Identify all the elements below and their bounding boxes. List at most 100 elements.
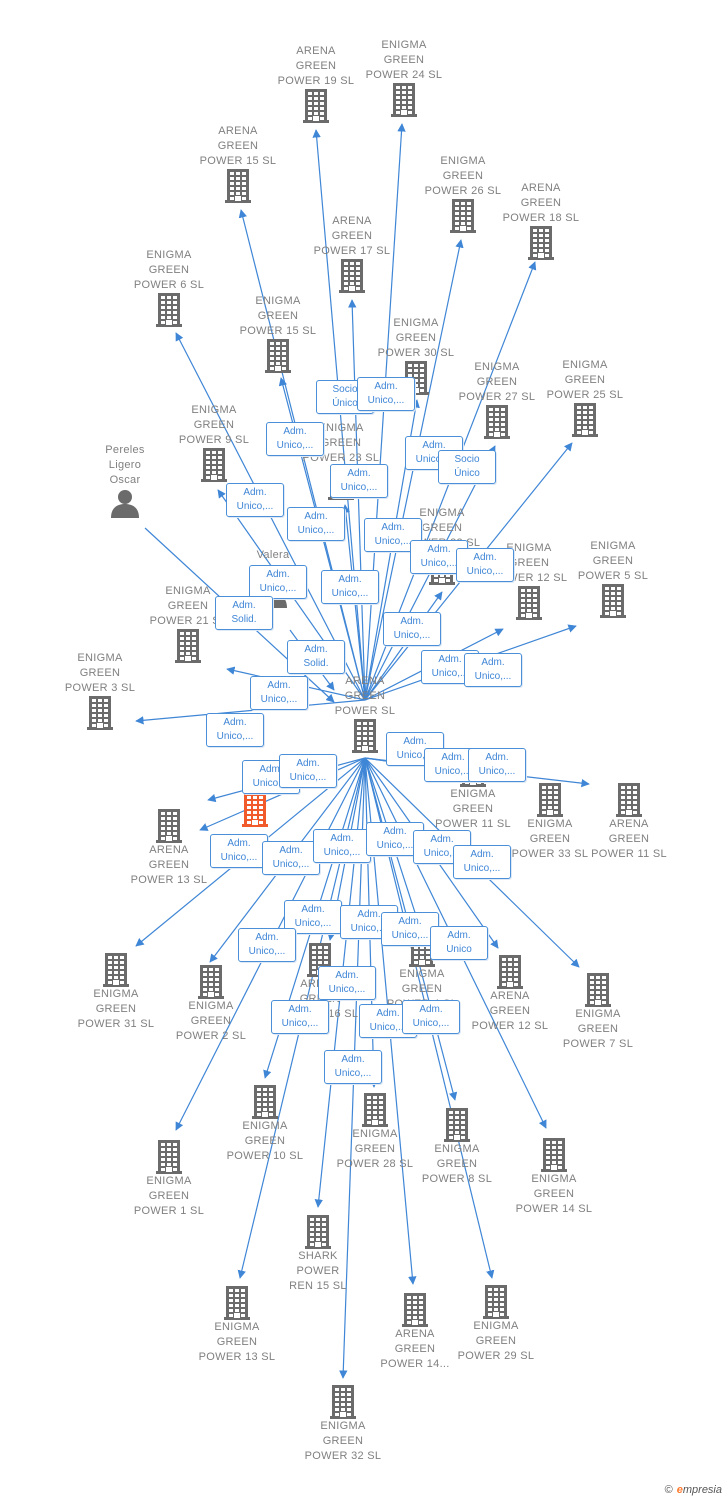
edge-role-label[interactable]: Adm. Unico,... <box>318 966 376 1000</box>
node-ag18[interactable]: ARENA GREEN POWER 18 SL <box>486 181 596 260</box>
node-eg33[interactable]: ENIGMA GREEN POWER 33 SL <box>495 783 605 862</box>
node-eg5[interactable]: ENIGMA GREEN POWER 5 SL <box>558 539 668 618</box>
node-label: ENIGMA GREEN POWER 14 SL <box>515 1173 593 1215</box>
edge-role-label[interactable]: Adm. Unico,... <box>383 612 441 646</box>
node-center[interactable]: ARENA GREEN POWER SL <box>310 674 420 753</box>
edge-role-label[interactable]: Adm. Solid. <box>215 596 273 630</box>
building-icon <box>156 809 182 843</box>
building-icon <box>585 973 611 1007</box>
node-ag19[interactable]: ARENA GREEN POWER 19 SL <box>261 44 371 123</box>
node-ag12[interactable]: ARENA GREEN POWER 12 SL <box>455 955 565 1034</box>
edge-role-label[interactable]: Adm. Unico,... <box>287 507 345 541</box>
node-focus[interactable] <box>200 793 310 827</box>
edge-role-label[interactable]: Adm. Unico,... <box>226 483 284 517</box>
edge-role-label[interactable]: Adm. Unico,... <box>468 748 526 782</box>
edge-role-label[interactable]: Socio Único <box>438 450 496 484</box>
node-ag17[interactable]: ARENA GREEN POWER 17 SL <box>297 214 407 293</box>
node-eg3[interactable]: ENIGMA GREEN POWER 3 SL <box>45 651 155 730</box>
node-label: ENIGMA GREEN POWER 5 SL <box>577 540 649 582</box>
node-label: ARENA GREEN POWER 15 SL <box>199 125 277 167</box>
edge-role-label[interactable]: Adm. Unico <box>430 926 488 960</box>
building-icon <box>537 783 563 817</box>
node-label: Pereles Ligero Oscar <box>105 444 145 486</box>
edge-role-label[interactable]: Adm. Unico,... <box>206 713 264 747</box>
edge-center-ag13 <box>199 757 366 831</box>
node-eg6[interactable]: ENIGMA GREEN POWER 6 SL <box>114 248 224 327</box>
node-eg9[interactable]: ENIGMA GREEN POWER 9 SL <box>159 403 269 482</box>
node-label: ENIGMA GREEN POWER 8 SL <box>421 1143 493 1185</box>
node-eg28[interactable]: ENIGMA GREEN POWER 28 SL <box>320 1093 430 1172</box>
node-label: ENIGMA GREEN POWER 1 SL <box>133 1175 205 1217</box>
node-eg32[interactable]: ENIGMA GREEN POWER 32 SL <box>288 1385 398 1464</box>
edge-role-label[interactable]: Adm. Unico,... <box>250 676 308 710</box>
node-eg1[interactable]: ENIGMA GREEN POWER 1 SL <box>114 1140 224 1219</box>
node-eg29[interactable]: ENIGMA GREEN POWER 29 SL <box>441 1285 551 1364</box>
node-label: ARENA GREEN POWER 19 SL <box>277 45 355 87</box>
edge-role-label[interactable]: Adm. Unico,... <box>210 834 268 868</box>
edge-role-label[interactable]: Adm. Unico,... <box>357 377 415 411</box>
edge-role-label[interactable]: Adm. Unico,... <box>266 422 324 456</box>
edge-role-label[interactable]: Adm. Unico,... <box>464 653 522 687</box>
edge-role-label[interactable]: Adm. Unico,... <box>456 548 514 582</box>
node-eg26[interactable]: ENIGMA GREEN POWER 26 SL <box>408 154 518 233</box>
building-icon <box>541 1138 567 1172</box>
node-label: ARENA GREEN POWER SL <box>334 675 396 717</box>
node-label: ENIGMA GREEN POWER 2 SL <box>175 1000 247 1042</box>
copyright-symbol: © <box>664 1484 673 1496</box>
building-icon <box>572 403 598 437</box>
edge-role-label[interactable]: Adm. Unico,... <box>313 829 371 863</box>
node-eg27[interactable]: ENIGMA GREEN POWER 27 SL <box>442 360 552 439</box>
node-eg2[interactable]: ENIGMA GREEN POWER 2 SL <box>156 965 266 1044</box>
node-ag13[interactable]: ARENA GREEN POWER 13 SL <box>114 809 224 888</box>
building-icon <box>616 783 642 817</box>
node-eg15[interactable]: ENIGMA GREEN POWER 15 SL <box>223 294 333 373</box>
node-label: ENIGMA GREEN POWER 10 SL <box>226 1120 304 1162</box>
edge-role-label[interactable]: Adm. Unico,... <box>238 928 296 962</box>
building-icon <box>225 169 251 203</box>
building-icon <box>391 83 417 117</box>
node-label: ENIGMA GREEN POWER 33 SL <box>511 818 589 860</box>
edge-role-label[interactable]: Adm. Unico,... <box>402 1000 460 1034</box>
node-shark[interactable]: SHARK POWER REN 15 SL <box>263 1215 373 1294</box>
building-icon <box>224 1286 250 1320</box>
node-label: ENIGMA GREEN POWER 27 SL <box>458 361 536 403</box>
building-icon <box>362 1093 388 1127</box>
edge-center-ag19 <box>312 129 366 701</box>
node-label: ENIGMA GREEN POWER 3 SL <box>64 652 136 694</box>
edge-role-label[interactable]: Adm. Unico,... <box>249 565 307 599</box>
node-ag11[interactable]: ARENA GREEN POWER 11 SL <box>574 783 684 862</box>
node-eg24[interactable]: ENIGMA GREEN POWER 24 SL <box>349 38 459 117</box>
building-icon <box>483 1285 509 1319</box>
edge-role-label[interactable]: Adm. Unico,... <box>271 1000 329 1034</box>
node-label: ARENA GREEN POWER 12 SL <box>471 990 549 1032</box>
node-ag15a[interactable]: ARENA GREEN POWER 15 SL <box>183 124 293 203</box>
empresia-footer[interactable]: ©empresia <box>665 1484 722 1496</box>
node-pereles[interactable]: Pereles Ligero Oscar <box>70 443 180 518</box>
edge-center-eg22 <box>364 591 443 701</box>
edge-role-label[interactable]: Adm. Unico,... <box>453 845 511 879</box>
building-icon <box>528 226 554 260</box>
node-eg25[interactable]: ENIGMA GREEN POWER 25 SL <box>530 358 640 437</box>
edge-center-ag17 <box>348 299 366 701</box>
building-icon <box>352 719 378 753</box>
node-eg7[interactable]: ENIGMA GREEN POWER 7 SL <box>543 973 653 1052</box>
node-eg14[interactable]: ENIGMA GREEN POWER 14 SL <box>499 1138 609 1217</box>
node-label: ARENA GREEN POWER 13 SL <box>130 844 208 886</box>
node-eg10[interactable]: ENIGMA GREEN POWER 10 SL <box>210 1085 320 1164</box>
edge-role-label[interactable]: Adm. Unico,... <box>321 570 379 604</box>
node-label: ENIGMA GREEN POWER 32 SL <box>304 1420 382 1462</box>
node-label: ENIGMA GREEN POWER 29 SL <box>457 1320 535 1362</box>
edge-role-label[interactable]: Adm. Unico,... <box>262 841 320 875</box>
node-eg8[interactable]: ENIGMA GREEN POWER 8 SL <box>402 1108 512 1187</box>
node-eg13[interactable]: ENIGMA GREEN POWER 13 SL <box>182 1286 292 1365</box>
building-icon <box>201 448 227 482</box>
node-ag14[interactable]: ARENA GREEN POWER 14... <box>360 1293 470 1372</box>
edge-role-label[interactable]: Adm. Unico,... <box>330 464 388 498</box>
node-eg12[interactable]: ENIGMA GREEN POWER 12 SL <box>474 541 584 620</box>
edge-role-label[interactable]: Adm. Unico,... <box>324 1050 382 1084</box>
node-label: ENIGMA GREEN POWER 13 SL <box>198 1321 276 1363</box>
node-eg31[interactable]: ENIGMA GREEN POWER 31 SL <box>61 953 171 1032</box>
building-icon <box>600 584 626 618</box>
edge-role-label[interactable]: Adm. Solid. <box>287 640 345 674</box>
edge-role-label[interactable]: Adm. Unico,... <box>279 754 337 788</box>
